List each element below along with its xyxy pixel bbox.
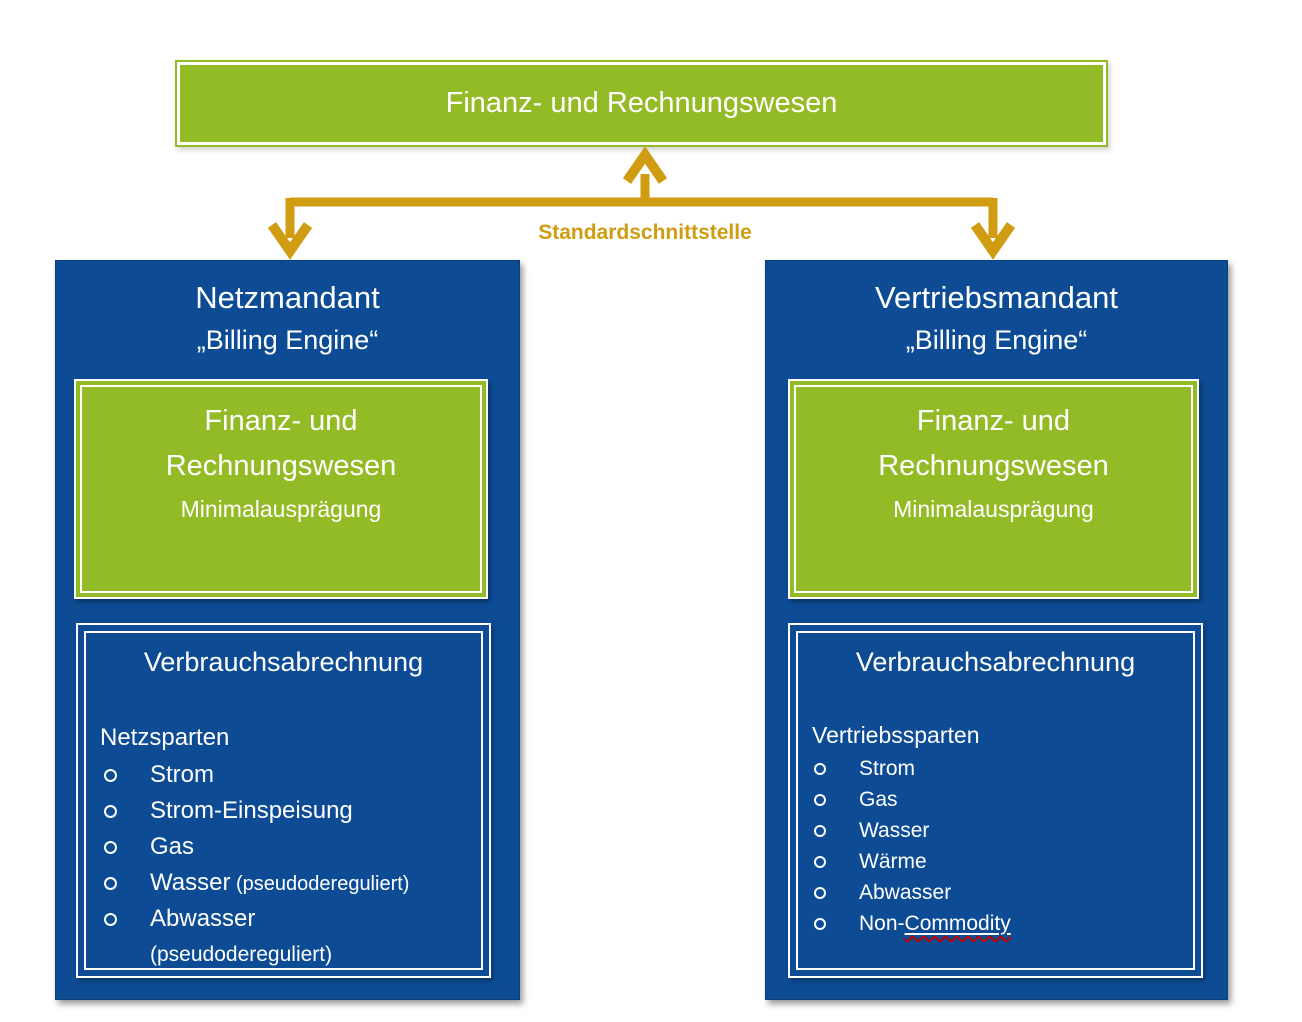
verbrauchsabrechnung-box: Verbrauchsabrechnung Vertriebssparten St… (788, 623, 1203, 978)
list-item-label: Abwasser (859, 880, 952, 904)
finance-accounting-box: Finanz- und Rechnungswesen (175, 60, 1108, 147)
circle-bullet-icon (814, 762, 826, 775)
finance-accounting-title: Finanz- und Rechnungswesen (445, 87, 838, 119)
list-item: Abwasser (790, 877, 1201, 908)
list-item: Gas (790, 784, 1201, 815)
list-item-label: Strom-Einspeisung (150, 797, 353, 824)
circle-bullet-icon (104, 912, 117, 926)
list-item: Wasser (790, 815, 1201, 846)
circle-bullet-icon (814, 855, 826, 868)
netzmandant-title: Netzmandant (195, 280, 380, 315)
list-item: Gas (78, 829, 489, 865)
list-item: Abwasser (78, 901, 489, 937)
circle-bullet-icon (814, 917, 826, 930)
circle-bullet-icon (814, 886, 826, 899)
finance-minimal-box: Finanz- und Rechnungswesen Minimalausprä… (788, 379, 1199, 599)
list-item-label: Wasser (859, 818, 930, 842)
list-item: Wärme (790, 846, 1201, 877)
list-item-label: Abwasser (150, 905, 256, 932)
finance-line2: Rechnungswesen (165, 450, 397, 482)
circle-bullet-icon (104, 876, 117, 890)
list-item: Strom (790, 753, 1201, 784)
spellcheck-squiggle: Commodity (904, 911, 1011, 935)
vertriebssparten-label: Vertriebssparten (812, 722, 980, 748)
verbrauchsabrechnung-heading: Verbrauchsabrechnung (143, 647, 424, 677)
finance-line3: Minimalausprägung (180, 496, 382, 522)
vertriebsmandant-title: Vertriebsmandant (875, 280, 1118, 315)
down-arrow-right-icon (970, 198, 1016, 260)
list-item-label: Gas (859, 787, 898, 811)
list-item: Non-Commodity (790, 908, 1201, 939)
circle-bullet-icon (104, 840, 117, 854)
list-item-label: Wasser (pseudodereguliert) (150, 869, 410, 896)
verbrauchsabrechnung-heading: Verbrauchsabrechnung (855, 647, 1136, 677)
connector-label: Standardschnittstelle (538, 221, 752, 244)
circle-bullet-icon (104, 804, 117, 818)
vertriebsmandant-panel: Vertriebsmandant „Billing Engine“ Finanz… (765, 260, 1228, 1000)
finance-line2: Rechnungswesen (878, 450, 1109, 482)
list-item-label: Non-Commodity (859, 911, 1011, 935)
bullet-spacer (104, 949, 117, 962)
list-item: Strom (78, 757, 489, 793)
netzmandant-panel: Netzmandant „Billing Engine“ Finanz- und… (55, 260, 520, 1000)
list-item: Strom-Einspeisung (78, 793, 489, 829)
finance-line1: Finanz- und (204, 405, 358, 437)
list-item-label: Strom (859, 756, 916, 780)
down-arrow-left-icon (267, 198, 313, 260)
finance-line1: Finanz- und (916, 405, 1071, 437)
vertriebsmandant-subtitle: „Billing Engine“ (905, 325, 1088, 355)
note-label: (pseudodereguliert) (150, 943, 333, 966)
list-item-label: Wärme (859, 849, 927, 873)
circle-bullet-icon (814, 793, 826, 806)
list-item-label: Strom (150, 761, 215, 788)
finance-minimal-box: Finanz- und Rechnungswesen Minimalausprä… (74, 379, 488, 599)
list-item: Wasser (pseudodereguliert) (78, 865, 489, 901)
finance-line3: Minimalausprägung (893, 496, 1094, 522)
circle-bullet-icon (814, 824, 826, 837)
netzsparten-label: Netzsparten (100, 724, 230, 751)
circle-bullet-icon (104, 768, 117, 782)
misspelled-underlined-text: Commodity (905, 912, 1011, 935)
up-arrow-icon (622, 146, 668, 206)
list-item-continuation: (pseudodereguliert) (78, 937, 489, 973)
netzmandant-subtitle: „Billing Engine“ (196, 325, 379, 355)
list-item-label: Gas (150, 833, 195, 860)
note-label: (pseudodereguliert) (230, 873, 410, 895)
